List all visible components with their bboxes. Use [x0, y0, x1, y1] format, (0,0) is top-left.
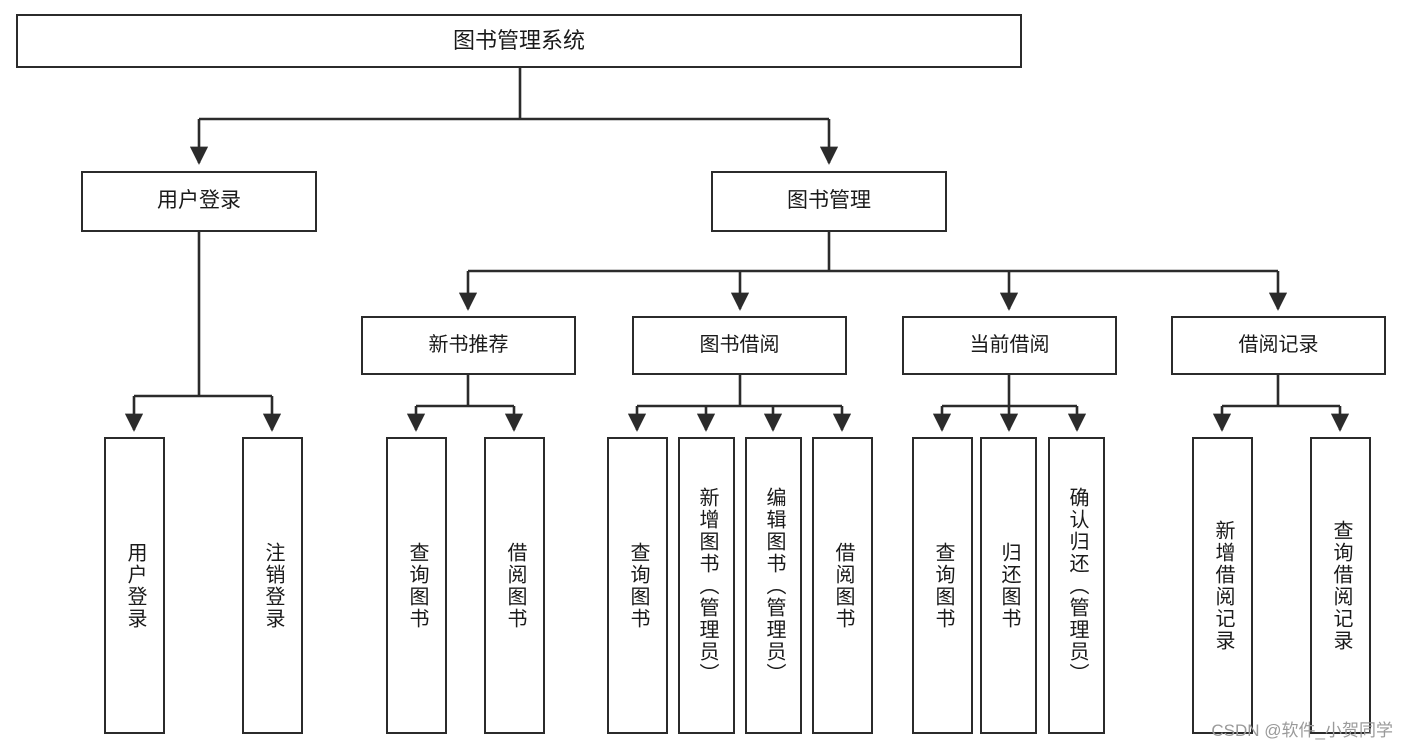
- node-label: 编辑图书（管理员）: [763, 486, 785, 685]
- leaf-user-login-logout[interactable]: 注销登录: [242, 437, 303, 734]
- leaf-book-borrow-borrow[interactable]: 借阅图书: [812, 437, 873, 734]
- node-label: 新增借阅记录: [1212, 519, 1234, 652]
- watermark-text: CSDN @软件_小贺同学: [1211, 721, 1393, 740]
- leaf-borrow-record-query[interactable]: 查询借阅记录: [1310, 437, 1371, 734]
- leaf-current-borrow-query[interactable]: 查询图书: [912, 437, 973, 734]
- node-book-management[interactable]: 图书管理: [711, 171, 947, 232]
- node-label: 查询借阅记录: [1330, 519, 1352, 652]
- node-current-borrow[interactable]: 当前借阅: [902, 316, 1117, 375]
- node-new-book-recommend[interactable]: 新书推荐: [361, 316, 576, 375]
- node-label: 借阅记录: [1238, 334, 1319, 356]
- leaf-borrow-record-add[interactable]: 新增借阅记录: [1192, 437, 1253, 734]
- node-label: 查询图书: [406, 541, 428, 630]
- node-label: 用户登录: [157, 189, 241, 213]
- leaf-book-borrow-add[interactable]: 新增图书（管理员）: [678, 437, 735, 734]
- node-label: 确认归还（管理员）: [1066, 486, 1088, 685]
- leaf-book-borrow-query[interactable]: 查询图书: [607, 437, 668, 734]
- leaf-user-login-login[interactable]: 用户登录: [104, 437, 165, 734]
- node-label: 归还图书: [998, 541, 1020, 630]
- node-label: 借阅图书: [504, 541, 526, 630]
- node-label: 用户登录: [124, 541, 146, 630]
- node-label: 图书管理系统: [452, 28, 585, 54]
- leaf-current-borrow-confirm-return[interactable]: 确认归还（管理员）: [1048, 437, 1105, 734]
- leaf-current-borrow-return[interactable]: 归还图书: [980, 437, 1037, 734]
- node-root-system[interactable]: 图书管理系统: [16, 14, 1022, 68]
- node-borrow-record[interactable]: 借阅记录: [1171, 316, 1386, 375]
- node-label: 注销登录: [262, 541, 284, 630]
- leaf-new-book-query[interactable]: 查询图书: [386, 437, 447, 734]
- leaf-new-book-borrow[interactable]: 借阅图书: [484, 437, 545, 734]
- leaf-book-borrow-edit[interactable]: 编辑图书（管理员）: [745, 437, 802, 734]
- node-label: 图书借阅: [699, 334, 780, 356]
- node-label: 当前借阅: [969, 334, 1050, 356]
- node-label: 新书推荐: [428, 334, 509, 356]
- node-label: 新增图书（管理员）: [696, 486, 718, 685]
- node-label: 图书管理: [787, 189, 871, 213]
- node-label: 查询图书: [932, 541, 954, 630]
- node-book-borrow[interactable]: 图书借阅: [632, 316, 847, 375]
- node-label: 查询图书: [627, 541, 649, 630]
- node-label: 借阅图书: [832, 541, 854, 630]
- node-user-login[interactable]: 用户登录: [81, 171, 317, 232]
